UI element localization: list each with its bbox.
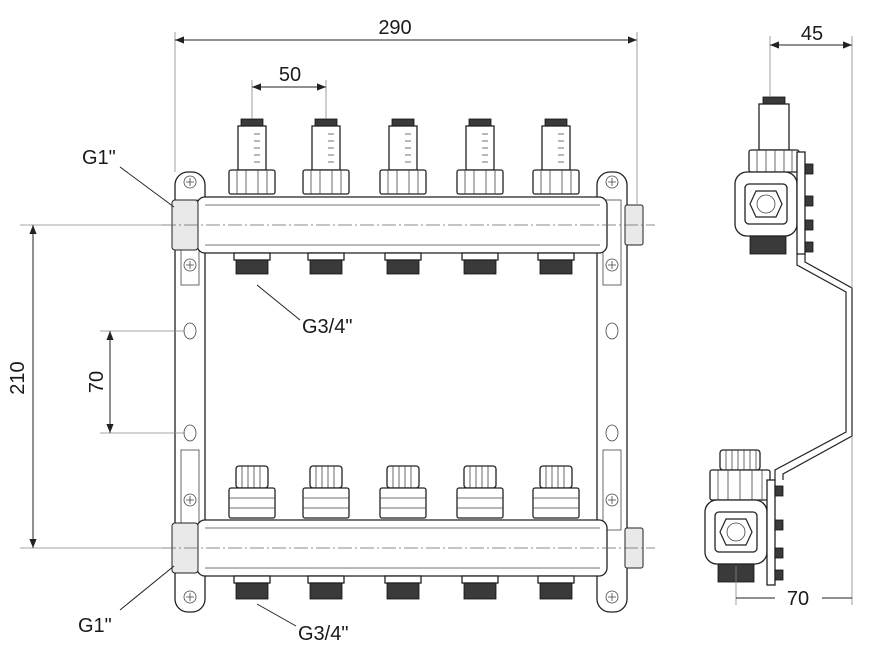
bracket-hole-spacing-label: 70 — [86, 371, 108, 393]
valve-head — [456, 465, 504, 519]
top-outlet-row — [233, 252, 575, 275]
main-thread-bottom-callout: G1" — [78, 615, 112, 637]
valve-head — [532, 465, 580, 519]
flowmeter-spacing-label: 50 — [279, 64, 301, 86]
outlet-nipple — [384, 252, 422, 275]
main-thread-top-callout: G1" — [82, 147, 116, 169]
outlet-thread-bottom-callout: G3/4" — [298, 623, 348, 645]
flowmeter — [532, 118, 580, 195]
right-mounting-bracket — [596, 171, 628, 613]
outlet-thread-top-callout: G3/4" — [302, 316, 352, 338]
outlet-nipple — [233, 575, 271, 600]
side-depth-bottom-label: 70 — [787, 588, 809, 610]
valve-head — [302, 465, 350, 519]
outlet-nipple — [233, 252, 271, 275]
outlet-nipple — [307, 252, 345, 275]
side-depth-top-label: 45 — [801, 23, 823, 45]
outlet-nipple — [307, 575, 345, 600]
outlet-nipple — [461, 252, 499, 275]
flowmeter — [228, 118, 276, 195]
flowmeter-row — [228, 118, 580, 195]
flowmeter — [302, 118, 350, 195]
valve-head — [379, 465, 427, 519]
valve-head — [228, 465, 276, 519]
outlet-nipple — [384, 575, 422, 600]
flowmeter — [456, 118, 504, 195]
valve-row — [228, 465, 580, 519]
bar-spacing-label: 210 — [7, 361, 29, 394]
side-view — [704, 96, 853, 586]
side-top-unit — [734, 96, 814, 255]
left-mounting-bracket — [174, 171, 206, 613]
bottom-outlet-row — [233, 575, 575, 600]
flowmeter — [379, 118, 427, 195]
outlet-nipple — [461, 575, 499, 600]
outlet-nipple — [537, 575, 575, 600]
dimension-lines — [20, 32, 853, 627]
side-bracket-strap — [774, 254, 853, 480]
top-manifold-bar — [171, 196, 644, 254]
side-bottom-unit — [704, 449, 784, 586]
front-view — [162, 118, 655, 613]
overall-width-label: 290 — [378, 17, 411, 39]
outlet-nipple — [537, 252, 575, 275]
